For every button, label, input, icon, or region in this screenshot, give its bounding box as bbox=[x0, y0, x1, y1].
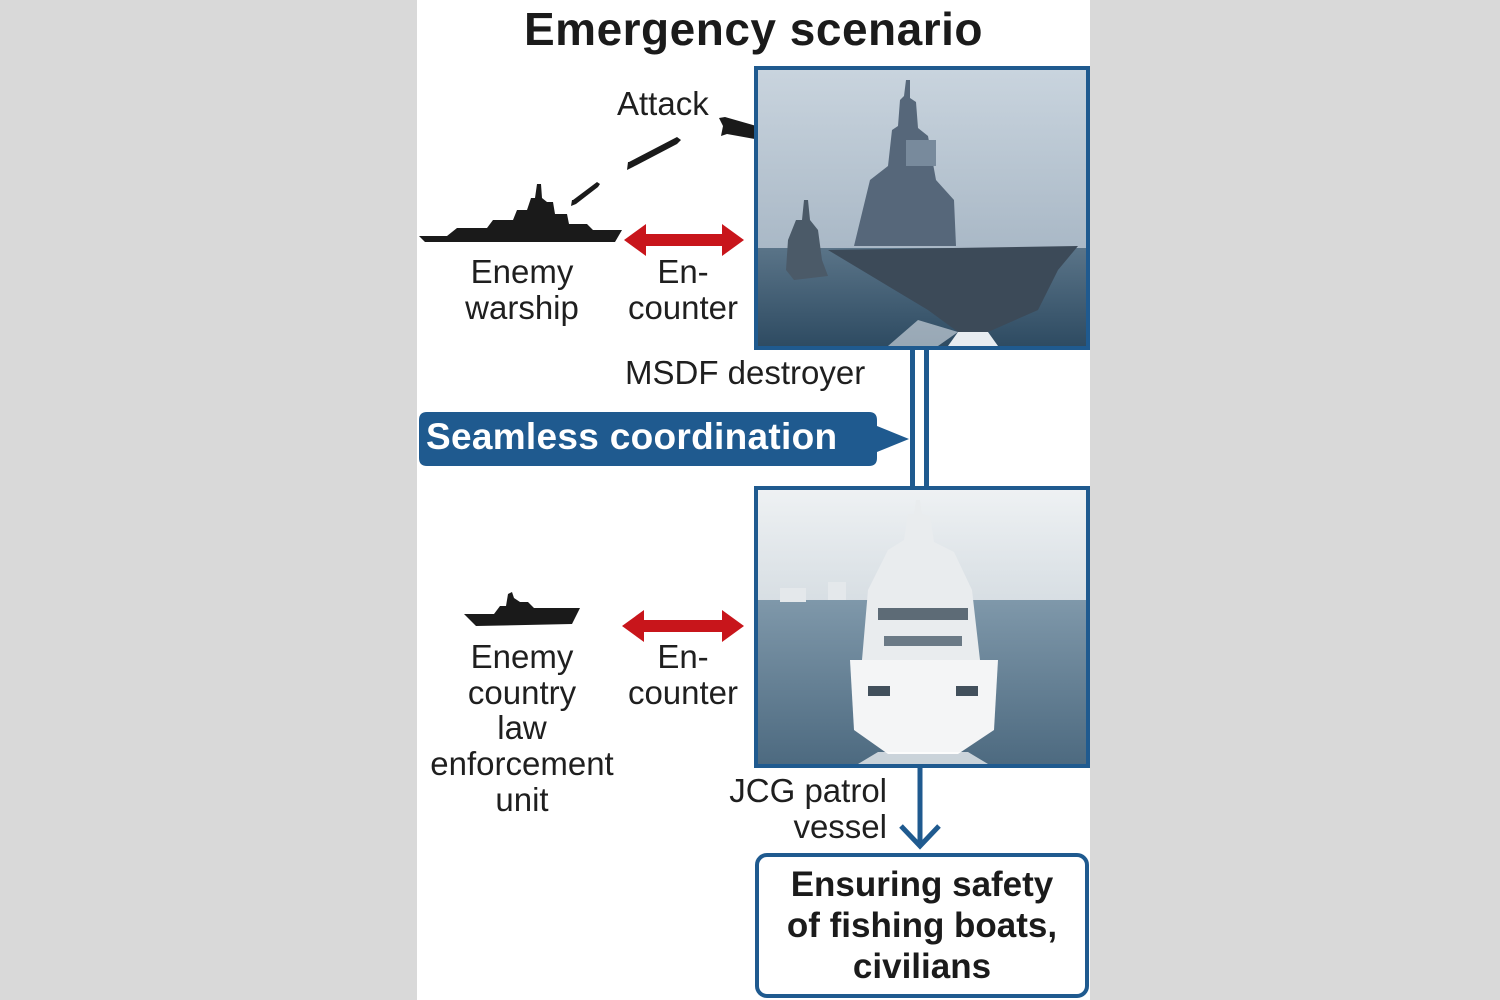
attack-label: Attack bbox=[617, 85, 709, 122]
msdf-destroyer-label: MSDF destroyer bbox=[625, 354, 866, 391]
result-line-3: civilians bbox=[852, 947, 992, 987]
result-box: Ensuring safety of fishing boats, civili… bbox=[755, 853, 1089, 998]
result-line-2: of fishing boats, bbox=[786, 905, 1058, 945]
enemy-unit-line-5: unit bbox=[495, 780, 549, 818]
enemy-warship-line-1: Enemy bbox=[470, 253, 574, 290]
enemy-unit-line-4: enforcement bbox=[430, 744, 614, 782]
encounter-top-line-1: En- bbox=[657, 253, 709, 290]
patrol-boat-silhouette-icon bbox=[464, 592, 580, 626]
double-arrow-icon bbox=[622, 610, 744, 642]
encounter-top-label: En- counter bbox=[613, 254, 753, 325]
encounter-bottom-label: En- counter bbox=[613, 639, 753, 710]
enemy-unit-label: Enemy country law enforcement unit bbox=[417, 639, 627, 817]
down-arrow-icon bbox=[899, 768, 941, 850]
jcg-line-2: vessel bbox=[793, 807, 887, 845]
encounter-bottom-line-2: counter bbox=[627, 673, 739, 711]
page-title: Emergency scenario bbox=[523, 3, 983, 55]
jcg-patrol-vessel-photo bbox=[754, 486, 1090, 768]
enemy-unit-line-3: law bbox=[497, 709, 547, 747]
coordination-banner-text: Seamless coordination bbox=[426, 416, 838, 457]
encounter-bottom-line-1: En- bbox=[657, 638, 709, 675]
result-line-1: Ensuring safety bbox=[790, 864, 1054, 904]
jcg-line-1: JCG patrol bbox=[729, 772, 887, 809]
enemy-unit-line-1: Enemy bbox=[470, 638, 574, 675]
warship-silhouette-icon bbox=[419, 184, 622, 242]
double-arrow-icon bbox=[624, 224, 744, 256]
connector-line-right bbox=[924, 350, 929, 490]
connector-line-left bbox=[910, 350, 915, 490]
encounter-top-line-2: counter bbox=[627, 288, 739, 326]
enemy-warship-line-2: warship bbox=[465, 288, 579, 326]
jcg-patrol-vessel-label: JCG patrol vessel bbox=[709, 773, 887, 844]
enemy-warship-label: Enemy warship bbox=[437, 254, 607, 325]
infographic-panel: Emergency scenario Attack Enemy warship … bbox=[417, 0, 1090, 1000]
msdf-destroyer-photo bbox=[754, 66, 1090, 350]
coordination-banner-shape bbox=[419, 412, 909, 466]
enemy-unit-line-2: country bbox=[467, 673, 577, 711]
missile-icon bbox=[571, 182, 600, 206]
missile-icon bbox=[627, 137, 681, 170]
result-text: Ensuring safety of fishing boats, civili… bbox=[787, 864, 1057, 988]
